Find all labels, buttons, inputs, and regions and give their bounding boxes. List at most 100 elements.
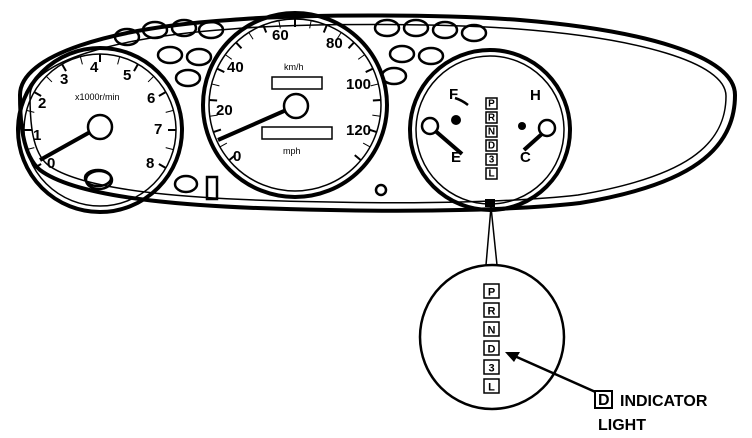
indicator-lamp (431, 20, 459, 40)
gauge-tick (133, 63, 139, 72)
gear-letter-p: P (488, 287, 495, 299)
tach-hub (86, 113, 114, 141)
gauge-tick (33, 91, 42, 97)
mph-label-40: 40 (227, 59, 244, 76)
gauge-tick (213, 128, 222, 134)
indicator-lamp (170, 18, 198, 38)
gauge-tick (262, 24, 268, 33)
gauge-tick (278, 20, 281, 29)
gear-box (483, 302, 500, 318)
gauge-tick (117, 56, 121, 65)
warning-lamp-group (84, 18, 488, 201)
mph-label-80: 80 (326, 35, 343, 52)
gauge-tick (228, 154, 236, 162)
gear-box (485, 125, 498, 138)
gauge-tick (219, 142, 228, 148)
gauge-tick (322, 24, 328, 33)
indicator-callout: D INDICATOR LIGHT (594, 390, 708, 434)
gauge-tick (61, 63, 67, 72)
gear-letter-n: N (488, 325, 496, 337)
indicator-lamp (113, 27, 141, 47)
gauge-tick (362, 142, 371, 148)
gauge-tick (147, 75, 155, 83)
mph-label-120: 120 (346, 122, 371, 139)
gauge-tick (224, 54, 233, 60)
indicator-lamp (402, 18, 430, 38)
tach-label-1: 1 (33, 127, 41, 144)
indicator-lamp (205, 175, 219, 201)
indicator-lamp (417, 46, 445, 66)
gauge-tick (336, 32, 342, 40)
gear-box (483, 321, 500, 337)
indicator-lamp (374, 183, 388, 197)
gear-letter-n: N (488, 127, 495, 138)
speedometer: 0 20 40 60 80 100 120 km/h mph (201, 11, 389, 199)
tach-label-5: 5 (123, 67, 131, 84)
callout-line1: INDICATOR (620, 393, 708, 410)
gauge-tick (158, 163, 167, 169)
gear-box (483, 378, 500, 394)
gauge-tick (209, 114, 218, 117)
gauge-tick (370, 83, 379, 87)
gauge-tick (45, 75, 53, 83)
tach-warning-lamp (83, 168, 113, 188)
gear-box (485, 111, 498, 124)
gauge-tick (368, 128, 377, 134)
gauge-tick (347, 41, 355, 49)
gear-letter-p: P (488, 99, 495, 110)
odometer (261, 126, 333, 140)
gear-box (485, 153, 498, 166)
tach-label-0: 0 (47, 155, 55, 172)
fuel-empty-label: E (451, 149, 461, 166)
tach-label-7: 7 (154, 121, 162, 138)
gear-letter-d: D (488, 141, 495, 152)
speedometer-ticks (209, 19, 381, 162)
fuel-full-label: F (449, 86, 458, 103)
indicator-lamp (197, 20, 225, 40)
gear-box (483, 283, 500, 299)
gear-letter-l: L (488, 169, 494, 180)
gauge-tick (33, 163, 42, 169)
gear-box (485, 167, 498, 180)
gauge-tick (165, 147, 174, 151)
gear-box (483, 359, 500, 375)
gauge-tick (365, 67, 374, 73)
gear-box (483, 340, 500, 356)
gauge-tick (354, 154, 362, 162)
indicator-lamp (173, 174, 199, 194)
indicator-lamp (174, 68, 202, 88)
tach-unit: x1000r/min (75, 92, 120, 102)
fuel-pump-icon (451, 115, 461, 125)
tach-label-2: 2 (38, 95, 46, 112)
gear-letter-d: D (488, 344, 496, 356)
gauge-tick (26, 147, 35, 151)
gauge-tick (211, 83, 220, 87)
gear-letter-r: R (488, 113, 496, 124)
gear-letter-3: 3 (488, 363, 494, 375)
gauge-tick (372, 114, 381, 117)
indicator-lamp (185, 47, 213, 67)
indicator-lamp (388, 44, 416, 64)
mph-label-100: 100 (346, 76, 371, 93)
gear-box (485, 97, 498, 110)
callout-line2: LIGHT (598, 417, 646, 434)
mph-label-60: 60 (272, 27, 289, 44)
trip-odometer (271, 76, 323, 90)
gauge-tick (248, 32, 254, 40)
indicator-lamp (460, 23, 488, 43)
callout-boxed-letter-frame (594, 390, 613, 409)
callout-boxed-letter: D (598, 392, 610, 409)
gear-box (485, 139, 498, 152)
gauge-tick (216, 67, 225, 73)
gauge-tick (26, 109, 35, 113)
gauge-tick (165, 109, 174, 113)
tach-label-8: 8 (146, 155, 154, 172)
gear-letter-r: R (488, 306, 496, 318)
mph-label-0: 0 (233, 148, 241, 165)
kmh-unit: km/h (284, 62, 304, 72)
mph-label-20: 20 (216, 102, 233, 119)
